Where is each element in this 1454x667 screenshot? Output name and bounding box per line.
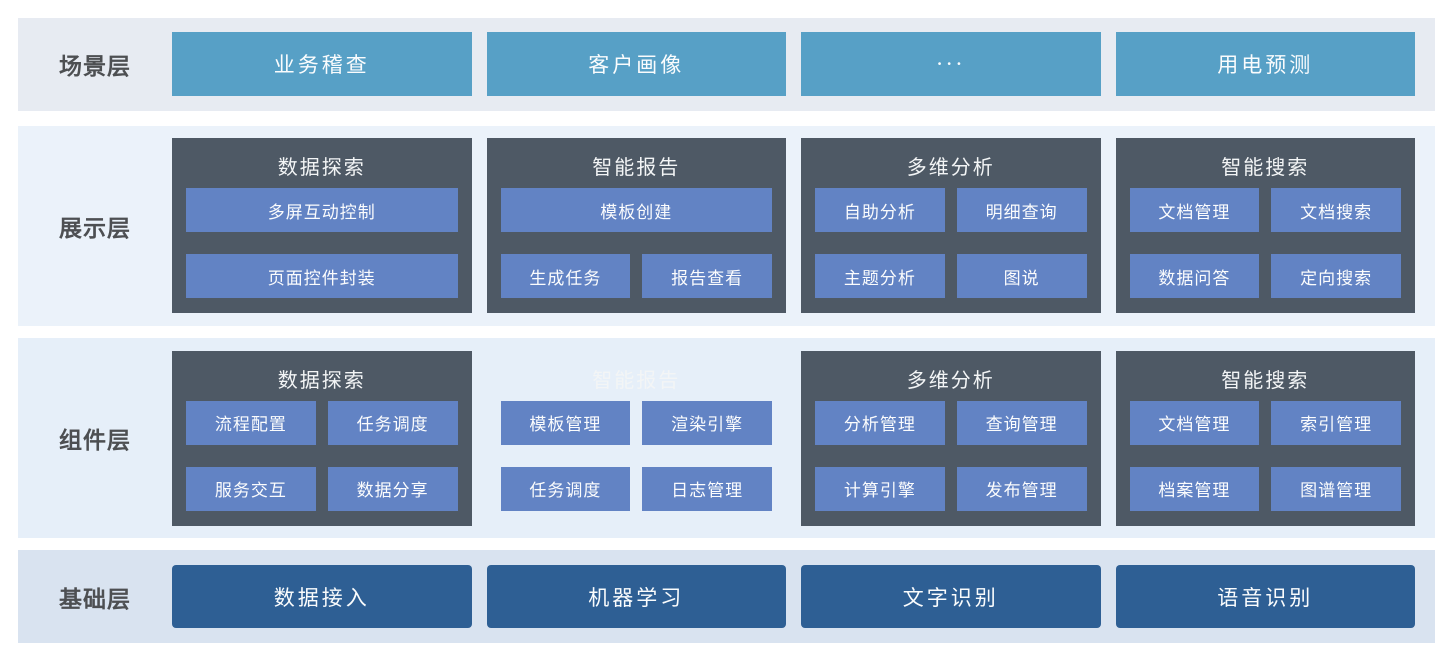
component-layer-band: 组件层 数据探索 流程配置 任务调度 服务交互 数据分享 智能报告 模板管理 渲…: [18, 338, 1435, 539]
group-title: 智能报告: [592, 367, 681, 392]
item-directed-search: 定向搜索: [1271, 254, 1401, 299]
group-items: 文档管理 文档搜索 数据问答 定向搜索: [1129, 188, 1401, 299]
group-items: 文档管理 索引管理 档案管理 图谱管理: [1129, 400, 1401, 511]
item-doc-search: 文档搜索: [1271, 188, 1401, 233]
component-layer-columns: 数据探索 流程配置 任务调度 服务交互 数据分享 智能报告 模板管理 渲染引擎 …: [172, 338, 1435, 538]
group-title: 数据探索: [277, 367, 366, 392]
item-render-engine: 渲染引擎: [642, 400, 772, 445]
scene-box-power-forecast: 用电预测: [1115, 32, 1415, 97]
component-group-smart-report: 智能报告 模板管理 渲染引擎 任务调度 日志管理: [487, 351, 787, 526]
display-group-data-explore: 数据探索 多屏互动控制 页面控件封装: [172, 138, 472, 314]
item-flow-config: 流程配置: [186, 400, 316, 445]
display-group-smart-search: 智能搜索 文档管理 文档搜索 数据问答 定向搜索: [1115, 138, 1415, 314]
group-items: 分析管理 查询管理 计算引擎 发布管理: [815, 400, 1087, 511]
display-layer-band: 展示层 数据探索 多屏互动控制 页面控件封装 智能报告 模板创建 生成任务 报告…: [18, 125, 1435, 326]
group-items: 流程配置 任务调度 服务交互 数据分享: [186, 400, 458, 511]
group-items: 模板管理 渲染引擎 任务调度 日志管理: [500, 400, 772, 511]
item-detail-query: 明细查询: [956, 188, 1087, 233]
item-report-view: 报告查看: [642, 254, 772, 299]
component-group-smart-search: 智能搜索 文档管理 索引管理 档案管理 图谱管理: [1115, 350, 1415, 526]
item-template-create: 模板创建: [500, 188, 772, 233]
item-analysis-manage: 分析管理: [815, 400, 945, 445]
item-page-widget-wrap: 页面控件封装: [186, 254, 458, 299]
item-query-manage: 查询管理: [956, 400, 1087, 445]
item-publish-manage: 发布管理: [956, 466, 1087, 511]
base-layer-band: 基础层 数据接入 机器学习 文字识别 语音识别: [18, 550, 1435, 643]
item-compute-engine: 计算引擎: [815, 466, 945, 511]
base-box-machine-learning: 机器学习: [486, 565, 786, 629]
component-group-multidim-analysis: 多维分析 分析管理 查询管理 计算引擎 发布管理: [801, 350, 1101, 526]
item-self-analysis: 自助分析: [815, 188, 945, 233]
item-multi-screen-control: 多屏互动控制: [186, 188, 458, 233]
component-group-data-explore: 数据探索 流程配置 任务调度 服务交互 数据分享: [172, 350, 472, 526]
item-chart-story: 图说: [956, 254, 1087, 299]
scene-box-customer-profile: 客户画像: [486, 32, 786, 97]
scene-box-business-audit: 业务稽查: [172, 32, 472, 97]
base-layer-columns: 数据接入 机器学习 文字识别 语音识别: [172, 550, 1435, 643]
display-layer-columns: 数据探索 多屏互动控制 页面控件封装 智能报告 模板创建 生成任务 报告查看 多…: [172, 126, 1435, 326]
item-doc-manage: 文档管理: [1129, 188, 1260, 233]
item-data-qa: 数据问答: [1129, 254, 1260, 299]
item-archive-manage: 档案管理: [1129, 466, 1260, 511]
group-title: 数据探索: [277, 155, 366, 180]
scene-layer-band: 场景层 业务稽查 客户画像 ··· 用电预测: [18, 18, 1435, 111]
item-task-schedule: 任务调度: [500, 466, 631, 511]
scene-layer-columns: 业务稽查 客户画像 ··· 用电预测: [172, 18, 1435, 111]
item-service-interaction: 服务交互: [186, 466, 316, 511]
scene-box-ellipsis: ···: [801, 32, 1101, 97]
item-topic-analysis: 主题分析: [815, 254, 945, 299]
group-items: 自助分析 明细查询 主题分析 图说: [815, 188, 1087, 299]
scene-layer-label: 场景层: [59, 54, 131, 81]
display-layer-label: 展示层: [59, 215, 131, 242]
component-layer-label: 组件层: [59, 428, 131, 455]
display-group-smart-report: 智能报告 模板创建 生成任务 报告查看: [486, 138, 786, 314]
item-graph-manage: 图谱管理: [1271, 466, 1401, 511]
group-items: 模板创建 生成任务 报告查看: [500, 188, 772, 299]
base-box-data-access: 数据接入: [172, 565, 472, 629]
group-title: 多维分析: [906, 155, 995, 180]
item-generate-task: 生成任务: [500, 254, 631, 299]
group-title: 智能搜索: [1221, 367, 1310, 392]
group-title: 智能报告: [592, 155, 681, 180]
item-log-manage: 日志管理: [642, 466, 772, 511]
base-box-speech-recognition: 语音识别: [1115, 565, 1415, 629]
group-title: 智能搜索: [1221, 155, 1310, 180]
group-title: 多维分析: [906, 367, 995, 392]
base-layer-label: 基础层: [59, 586, 131, 613]
item-doc-manage: 文档管理: [1129, 400, 1260, 445]
item-data-share: 数据分享: [327, 466, 458, 511]
display-group-multidim-analysis: 多维分析 自助分析 明细查询 主题分析 图说: [801, 138, 1101, 314]
item-task-schedule: 任务调度: [327, 400, 458, 445]
group-items: 多屏互动控制 页面控件封装: [186, 188, 458, 299]
base-box-ocr: 文字识别: [801, 565, 1101, 629]
item-index-manage: 索引管理: [1271, 400, 1401, 445]
item-template-manage: 模板管理: [500, 400, 631, 445]
